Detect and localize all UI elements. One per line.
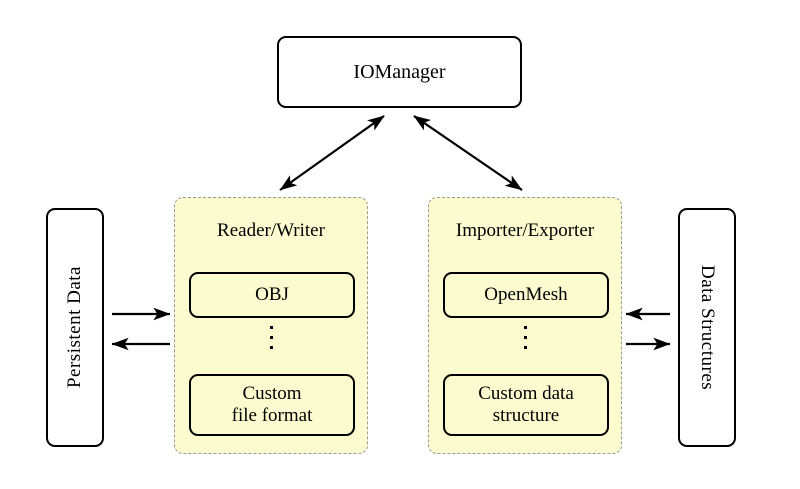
- reader-writer-item-obj-label: OBJ: [255, 283, 289, 305]
- arrow-iomanager-importer-exporter: [413, 115, 523, 191]
- reader-writer-group[interactable]: Reader/Writer OBJ Custom file format: [174, 197, 368, 454]
- persistent-data-label: Persistent Data: [64, 266, 85, 389]
- data-structures-node[interactable]: Data Structures: [678, 208, 736, 447]
- reader-writer-item-custom-line1: Custom: [242, 382, 302, 404]
- ellipsis-dot-icon: [269, 336, 273, 339]
- ellipsis-dot-icon: [523, 326, 527, 329]
- importer-exporter-item-openmesh[interactable]: OpenMesh: [443, 272, 609, 318]
- importer-exporter-item-openmesh-label: OpenMesh: [484, 283, 568, 305]
- ellipsis-dot-icon: [523, 336, 527, 339]
- ellipsis-dot-icon: [269, 346, 273, 349]
- arrow-iomanager-reader-writer: [279, 115, 385, 191]
- reader-writer-group-title: Reader/Writer: [217, 220, 325, 241]
- reader-writer-item-obj[interactable]: OBJ: [189, 272, 355, 318]
- ellipsis-dot-icon: [523, 346, 527, 349]
- importer-exporter-group[interactable]: Importer/Exporter OpenMesh Custom data s…: [428, 197, 622, 454]
- importer-exporter-group-title: Importer/Exporter: [455, 220, 595, 241]
- reader-writer-ellipsis: [175, 326, 367, 356]
- importer-exporter-ellipsis: [429, 326, 621, 356]
- persistent-data-node[interactable]: Persistent Data: [46, 208, 104, 447]
- reader-writer-item-custom-file-format[interactable]: Custom file format: [189, 374, 355, 436]
- ellipsis-dot-icon: [269, 326, 273, 329]
- importer-exporter-item-custom-data-structure[interactable]: Custom data structure: [443, 374, 609, 436]
- importer-exporter-item-custom-line1: Custom data: [478, 382, 574, 404]
- iomanager-label: IOManager: [353, 60, 446, 83]
- iomanager-node[interactable]: IOManager: [277, 36, 522, 108]
- data-structures-label: Data Structures: [697, 264, 718, 391]
- reader-writer-item-custom-line2: file format: [231, 405, 313, 426]
- importer-exporter-item-custom-line2: structure: [492, 405, 560, 426]
